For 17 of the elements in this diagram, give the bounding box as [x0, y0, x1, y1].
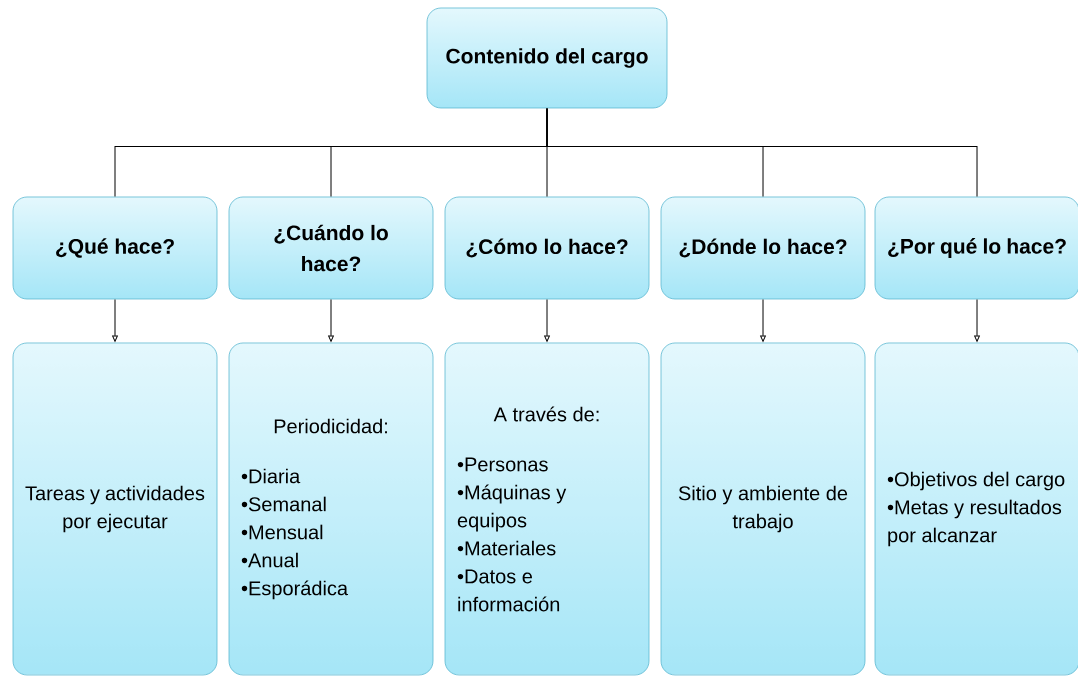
box: Contenido del cargo	[426, 7, 668, 109]
box: ¿Por qué lo hace?	[874, 196, 1078, 300]
box: ¿Qué hace?	[12, 196, 218, 300]
box: ¿Dónde lo hace?	[660, 196, 866, 300]
box: Tareas y actividades por ejecutar	[12, 342, 218, 676]
connector-line	[546, 107, 978, 198]
arrow	[328, 298, 334, 342]
arrow	[974, 298, 980, 342]
arrow	[544, 298, 550, 342]
arrow	[760, 298, 766, 342]
box: Sitio y ambiente de trabajo	[660, 342, 866, 676]
box: ¿Cómo lo hace?	[444, 196, 650, 300]
arrow	[112, 298, 118, 342]
box: Periodicidad: •Diaria •Semanal •Mensual •Anual •Esporádica	[228, 342, 434, 676]
box: A través de: •Personas •Máquinas y equipos •Materiales •Datos e información	[444, 342, 650, 676]
box: •Objetivos del cargo •Metas y resultados por alcanzar	[874, 342, 1078, 676]
box: ¿Cuándo lo hace?	[228, 196, 434, 300]
